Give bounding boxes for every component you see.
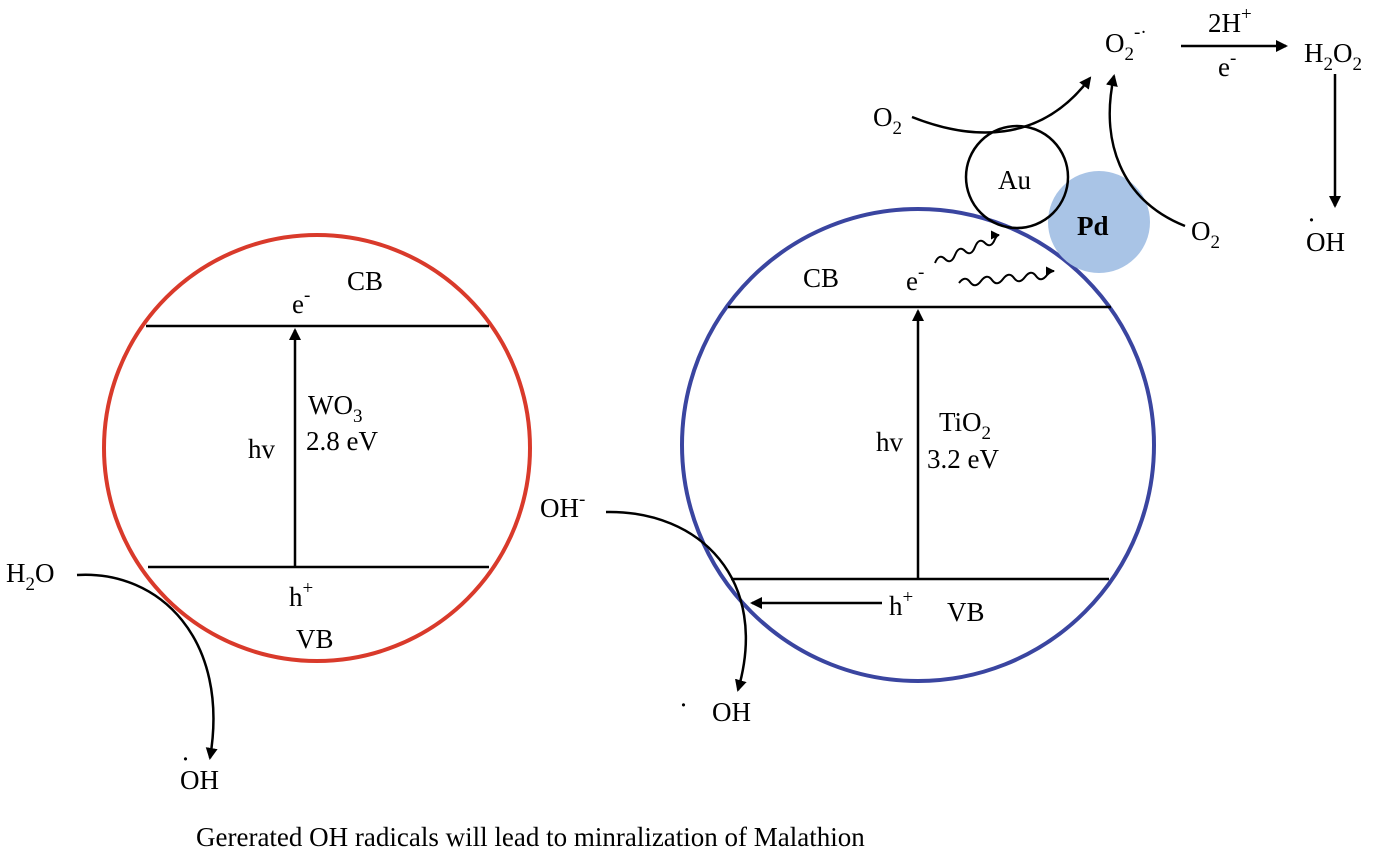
tio2-vb-label: VB bbox=[947, 597, 985, 627]
au-circle bbox=[964, 124, 1070, 230]
au-label: Au bbox=[998, 165, 1031, 195]
wo3-oxidation: H2O OH · bbox=[6, 558, 219, 795]
wo3-oh-radical: OH bbox=[180, 765, 219, 795]
wo3-hv-label: hv bbox=[248, 434, 276, 464]
reagent-electron: e- bbox=[1218, 48, 1236, 82]
wo3-cb-label: CB bbox=[347, 266, 383, 296]
tio2-material-label: TiO2 bbox=[939, 407, 991, 444]
h2o2-label: H2O2 bbox=[1304, 38, 1362, 75]
tio2-hole: h+ bbox=[889, 587, 913, 621]
h2o-label: H2O bbox=[6, 558, 55, 595]
wo3-circle bbox=[102, 233, 532, 663]
wo3-oh-dot: · bbox=[181, 744, 190, 774]
tio2-oh-radical: OH bbox=[712, 697, 751, 727]
wo3-particle: CB e- hv WO3 2.8 eV h+ VB bbox=[102, 233, 532, 663]
tio2-cb-label: CB bbox=[803, 263, 839, 293]
oh-minus-label: OH- bbox=[540, 489, 585, 523]
oxygen-reduction: O2 O2 O2-· 2H+ e- H2O2 · OH bbox=[873, 4, 1362, 257]
pd-nanoparticle: Pd bbox=[1048, 171, 1150, 273]
au-nanoparticle: Au bbox=[964, 124, 1070, 230]
tio2-hv-label: hv bbox=[876, 427, 904, 457]
o2-right-to-superoxide-arrow bbox=[1106, 74, 1186, 228]
wo3-material-label: WO3 bbox=[308, 390, 362, 427]
reagent-2h-plus: 2H+ bbox=[1208, 4, 1252, 38]
wo3-hole: h+ bbox=[289, 578, 313, 612]
oh-minus-to-oh-arrow bbox=[605, 510, 748, 692]
o2-right-label: O2 bbox=[1191, 216, 1220, 253]
o2-left-label: O2 bbox=[873, 102, 902, 139]
o2-left-to-superoxide-arrow bbox=[911, 76, 1092, 134]
tio2-oxidation: OH- · OH bbox=[540, 489, 751, 727]
wo3-electron: e- bbox=[292, 285, 310, 319]
tio2-electron: e- bbox=[906, 262, 924, 296]
tio2-oh-dot: · bbox=[679, 690, 688, 720]
electron-transfer-au-wavy bbox=[934, 230, 1000, 264]
caption: Gererated OH radicals will lead to minra… bbox=[196, 822, 865, 852]
electron-transfer-pd-wavy bbox=[958, 266, 1055, 287]
tio2-circle bbox=[680, 207, 1156, 683]
h2o2-oh-radical: OH bbox=[1306, 227, 1345, 257]
wo3-band-gap: 2.8 eV bbox=[306, 426, 378, 456]
h2o-to-oh-arrow bbox=[76, 573, 218, 760]
h2o2-oh-dot: · bbox=[1307, 205, 1316, 235]
superoxide-label: O2-· bbox=[1105, 22, 1147, 65]
tio2-band-gap: 3.2 eV bbox=[927, 444, 999, 474]
wo3-vb-label: VB bbox=[296, 624, 334, 654]
pd-label: Pd bbox=[1077, 211, 1109, 241]
tio2-particle: CB e- hv TiO2 3.2 eV h+ VB bbox=[680, 207, 1156, 683]
pd-circle bbox=[1048, 171, 1150, 273]
